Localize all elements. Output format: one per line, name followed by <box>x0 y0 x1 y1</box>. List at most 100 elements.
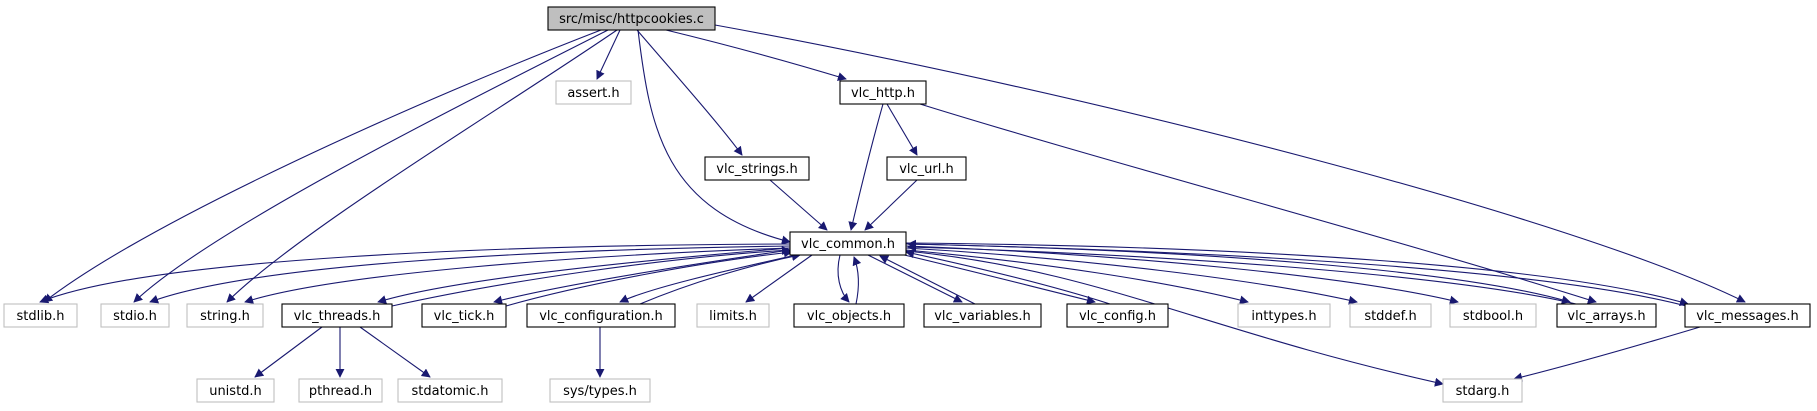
node-box <box>397 378 503 403</box>
node-box <box>549 378 651 403</box>
node-httpcookies-c[interactable]: src/misc/httpcookies.c <box>547 6 716 31</box>
edge-vlc-http-h-to-vlc-common-h <box>848 103 884 231</box>
node-label: vlc_objects.h <box>807 309 891 324</box>
node-vlc-variables-h[interactable]: vlc_variables.h <box>923 303 1042 328</box>
edge-vlc-tick-h-to-vlc-common-h <box>505 248 793 307</box>
node-box <box>696 303 770 328</box>
node-label: vlc_http.h <box>851 86 915 101</box>
edge-httpcookies-c-to-vlc-strings-h <box>636 29 743 156</box>
node-box <box>1237 303 1331 328</box>
node-box <box>298 378 383 403</box>
node-vlc-url-h[interactable]: vlc_url.h <box>886 156 967 181</box>
node-label: vlc_variables.h <box>934 309 1031 324</box>
node-unistd-h: unistd.h <box>196 378 275 403</box>
node-box <box>1449 303 1537 328</box>
edge-vlc-common-h-to-vlc-variables-h <box>867 254 963 303</box>
edge-vlc-variables-h-to-vlc-common-h <box>879 255 976 305</box>
node-label: vlc_arrays.h <box>1567 309 1645 324</box>
edge-vlc-common-h-to-stddef-h <box>905 247 1358 305</box>
edge-vlc-strings-h-to-vlc-common-h <box>769 179 828 231</box>
node-vlc-tick-h[interactable]: vlc_tick.h <box>421 303 507 328</box>
node-pthread-h: pthread.h <box>298 378 383 403</box>
node-box <box>1066 303 1169 328</box>
node-vlc-common-h[interactable]: vlc_common.h <box>789 231 907 256</box>
node-label: vlc_tick.h <box>434 309 495 324</box>
edge-vlc-objects-h-to-vlc-common-h <box>852 256 862 305</box>
edge-httpcookies-c-to-vlc-http-h <box>665 29 847 81</box>
node-box <box>3 303 78 328</box>
node-box <box>196 378 275 403</box>
edge-vlc-common-h-to-vlc-config-h <box>899 253 1096 305</box>
node-vlc-http-h[interactable]: vlc_http.h <box>839 80 927 105</box>
edge-httpcookies-c-to-vlc-common-h <box>637 29 791 245</box>
edge-vlc-common-h-to-stdlib-h <box>39 243 791 304</box>
node-limits-h: limits.h <box>696 303 770 328</box>
edge-vlc-common-h-to-vlc-threads-h <box>377 247 791 304</box>
node-label: assert.h <box>567 86 619 101</box>
node-label: unistd.h <box>209 384 262 399</box>
nodes-layer: src/misc/httpcookies.c assert.h vlc_http.h… <box>3 6 1811 403</box>
node-vlc-objects-h[interactable]: vlc_objects.h <box>793 303 905 328</box>
node-label: limits.h <box>709 309 757 324</box>
edge-vlc-common-h-to-vlc-configuration-h <box>619 254 797 303</box>
node-label: vlc_url.h <box>899 162 954 177</box>
edge-vlc-config-h-to-vlc-common-h <box>905 249 1111 305</box>
node-label: vlc_threads.h <box>294 309 381 324</box>
edge-vlc-arrays-h-to-vlc-common-h <box>907 242 1581 306</box>
edge-vlc-common-h-to-vlc-tick-h <box>493 249 791 305</box>
node-box <box>789 231 907 256</box>
node-box <box>1349 303 1432 328</box>
node-box <box>704 156 810 181</box>
node-box <box>547 6 716 31</box>
node-label: stdio.h <box>113 309 157 324</box>
edge-vlc-common-h-to-limits-h <box>745 254 813 303</box>
node-vlc-arrays-h[interactable]: vlc_arrays.h <box>1556 303 1657 328</box>
node-sys-types-h: sys/types.h <box>549 378 651 403</box>
node-vlc-messages-h[interactable]: vlc_messages.h <box>1684 303 1811 328</box>
edges-layer <box>39 24 1746 387</box>
node-label: vlc_configuration.h <box>539 309 663 324</box>
node-box <box>100 303 170 328</box>
node-box <box>793 303 905 328</box>
edge-vlc-common-h-to-inttypes-h <box>905 249 1249 305</box>
node-label: stdatomic.h <box>412 384 489 399</box>
node-box <box>1556 303 1657 328</box>
edge-httpcookies-c-to-assert-h <box>596 29 621 80</box>
node-vlc-threads-h[interactable]: vlc_threads.h <box>281 303 393 328</box>
node-string-h: string.h <box>186 303 264 328</box>
edge-httpcookies-c-to-string-h <box>226 29 618 303</box>
node-assert-h: assert.h <box>555 80 632 105</box>
node-box <box>923 303 1042 328</box>
node-box <box>526 303 676 328</box>
node-stddef-h: stddef.h <box>1349 303 1432 328</box>
edge-vlc-threads-h-to-stdatomic-h <box>359 326 431 378</box>
node-stdatomic-h: stdatomic.h <box>397 378 503 403</box>
node-stdarg-h: stdarg.h <box>1442 378 1523 403</box>
node-label: stddef.h <box>1364 309 1416 324</box>
edge-httpcookies-c-to-vlc-messages-h <box>714 24 1746 303</box>
node-box <box>421 303 507 328</box>
node-box <box>186 303 264 328</box>
node-label: vlc_common.h <box>801 237 895 252</box>
node-label: stdbool.h <box>1463 309 1523 324</box>
node-label: stdlib.h <box>17 309 65 324</box>
node-label: string.h <box>200 309 250 324</box>
edge-vlc-messages-h-to-vlc-common-h <box>907 239 1691 308</box>
node-label: vlc_messages.h <box>1696 309 1799 324</box>
edge-httpcookies-c-to-stdlib-h <box>43 29 602 303</box>
edge-vlc-common-h-to-vlc-messages-h <box>905 242 1689 307</box>
node-vlc-configuration-h[interactable]: vlc_configuration.h <box>526 303 676 328</box>
node-box <box>555 80 632 105</box>
node-label: stdarg.h <box>1456 384 1510 399</box>
node-stdlib-h: stdlib.h <box>3 303 78 328</box>
edge-vlc-common-h-to-string-h <box>244 247 791 304</box>
node-inttypes-h: inttypes.h <box>1237 303 1331 328</box>
node-label: src/misc/httpcookies.c <box>559 12 704 27</box>
node-box <box>281 303 393 328</box>
edge-vlc-http-h-to-vlc-url-h <box>886 103 918 156</box>
edge-vlc-configuration-h-to-vlc-common-h <box>639 252 801 305</box>
node-vlc-config-h[interactable]: vlc_config.h <box>1066 303 1169 328</box>
node-label: pthread.h <box>309 384 372 399</box>
node-vlc-strings-h[interactable]: vlc_strings.h <box>704 156 810 181</box>
